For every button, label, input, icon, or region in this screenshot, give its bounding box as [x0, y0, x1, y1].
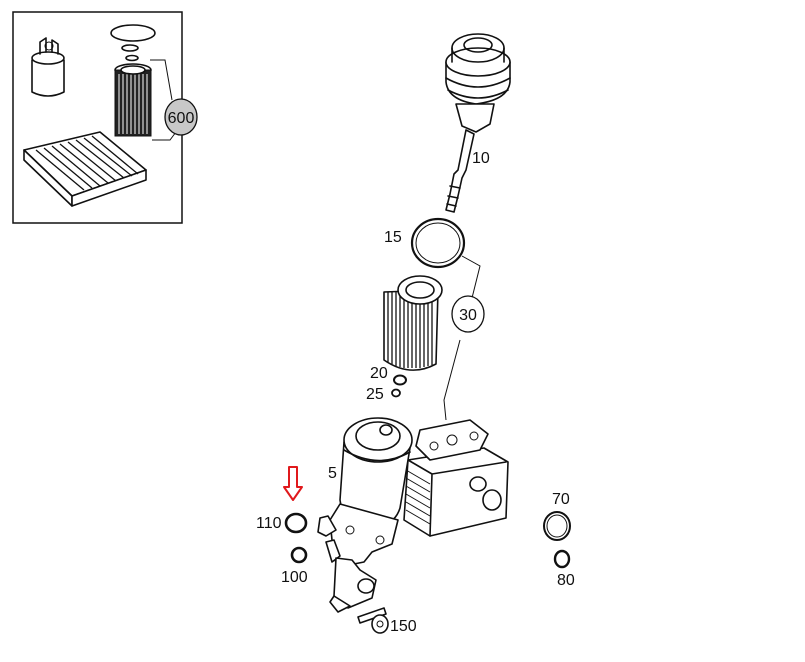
label-70: 70	[552, 491, 570, 508]
inset-panel: 600	[12, 11, 198, 224]
label-5: 5	[328, 465, 337, 482]
part-100-seal	[290, 546, 308, 564]
label-150: 150	[390, 618, 417, 635]
inset-fuel-filter-illustration	[31, 37, 65, 97]
callout-30-bracket	[443, 255, 481, 421]
highlight-arrow	[283, 466, 303, 501]
label-10: 10	[472, 150, 490, 167]
callout-600-label: 600	[168, 110, 195, 127]
inset-leader-top	[150, 59, 173, 101]
callout-30-bubble	[451, 295, 485, 333]
part-25-seal	[391, 388, 401, 398]
label-100: 100	[281, 569, 308, 586]
label-15: 15	[384, 229, 402, 246]
label-80: 80	[557, 572, 575, 589]
part-15-o-ring	[410, 217, 466, 269]
part-150-bolt	[357, 607, 389, 634]
part-110-seal	[284, 512, 308, 534]
part-5-filter-housing	[317, 417, 509, 613]
part-70-seal	[543, 511, 571, 541]
inset-leader-bottom	[152, 131, 177, 141]
part-10-filter-cap	[445, 33, 511, 213]
inset-oil-filter-illustration	[110, 24, 156, 137]
part-80-seal	[553, 549, 571, 569]
label-25: 25	[366, 386, 384, 403]
part-70-seal-inner	[546, 514, 568, 538]
oil-filter-element	[383, 275, 443, 371]
callout-600-bubble	[164, 98, 198, 136]
inset-air-filter-illustration	[23, 131, 147, 207]
part-20-seal	[393, 374, 407, 386]
label-30: 30	[459, 307, 477, 324]
label-20: 20	[370, 365, 388, 382]
part-15-o-ring-inner	[415, 222, 461, 264]
label-110: 110	[256, 515, 282, 532]
